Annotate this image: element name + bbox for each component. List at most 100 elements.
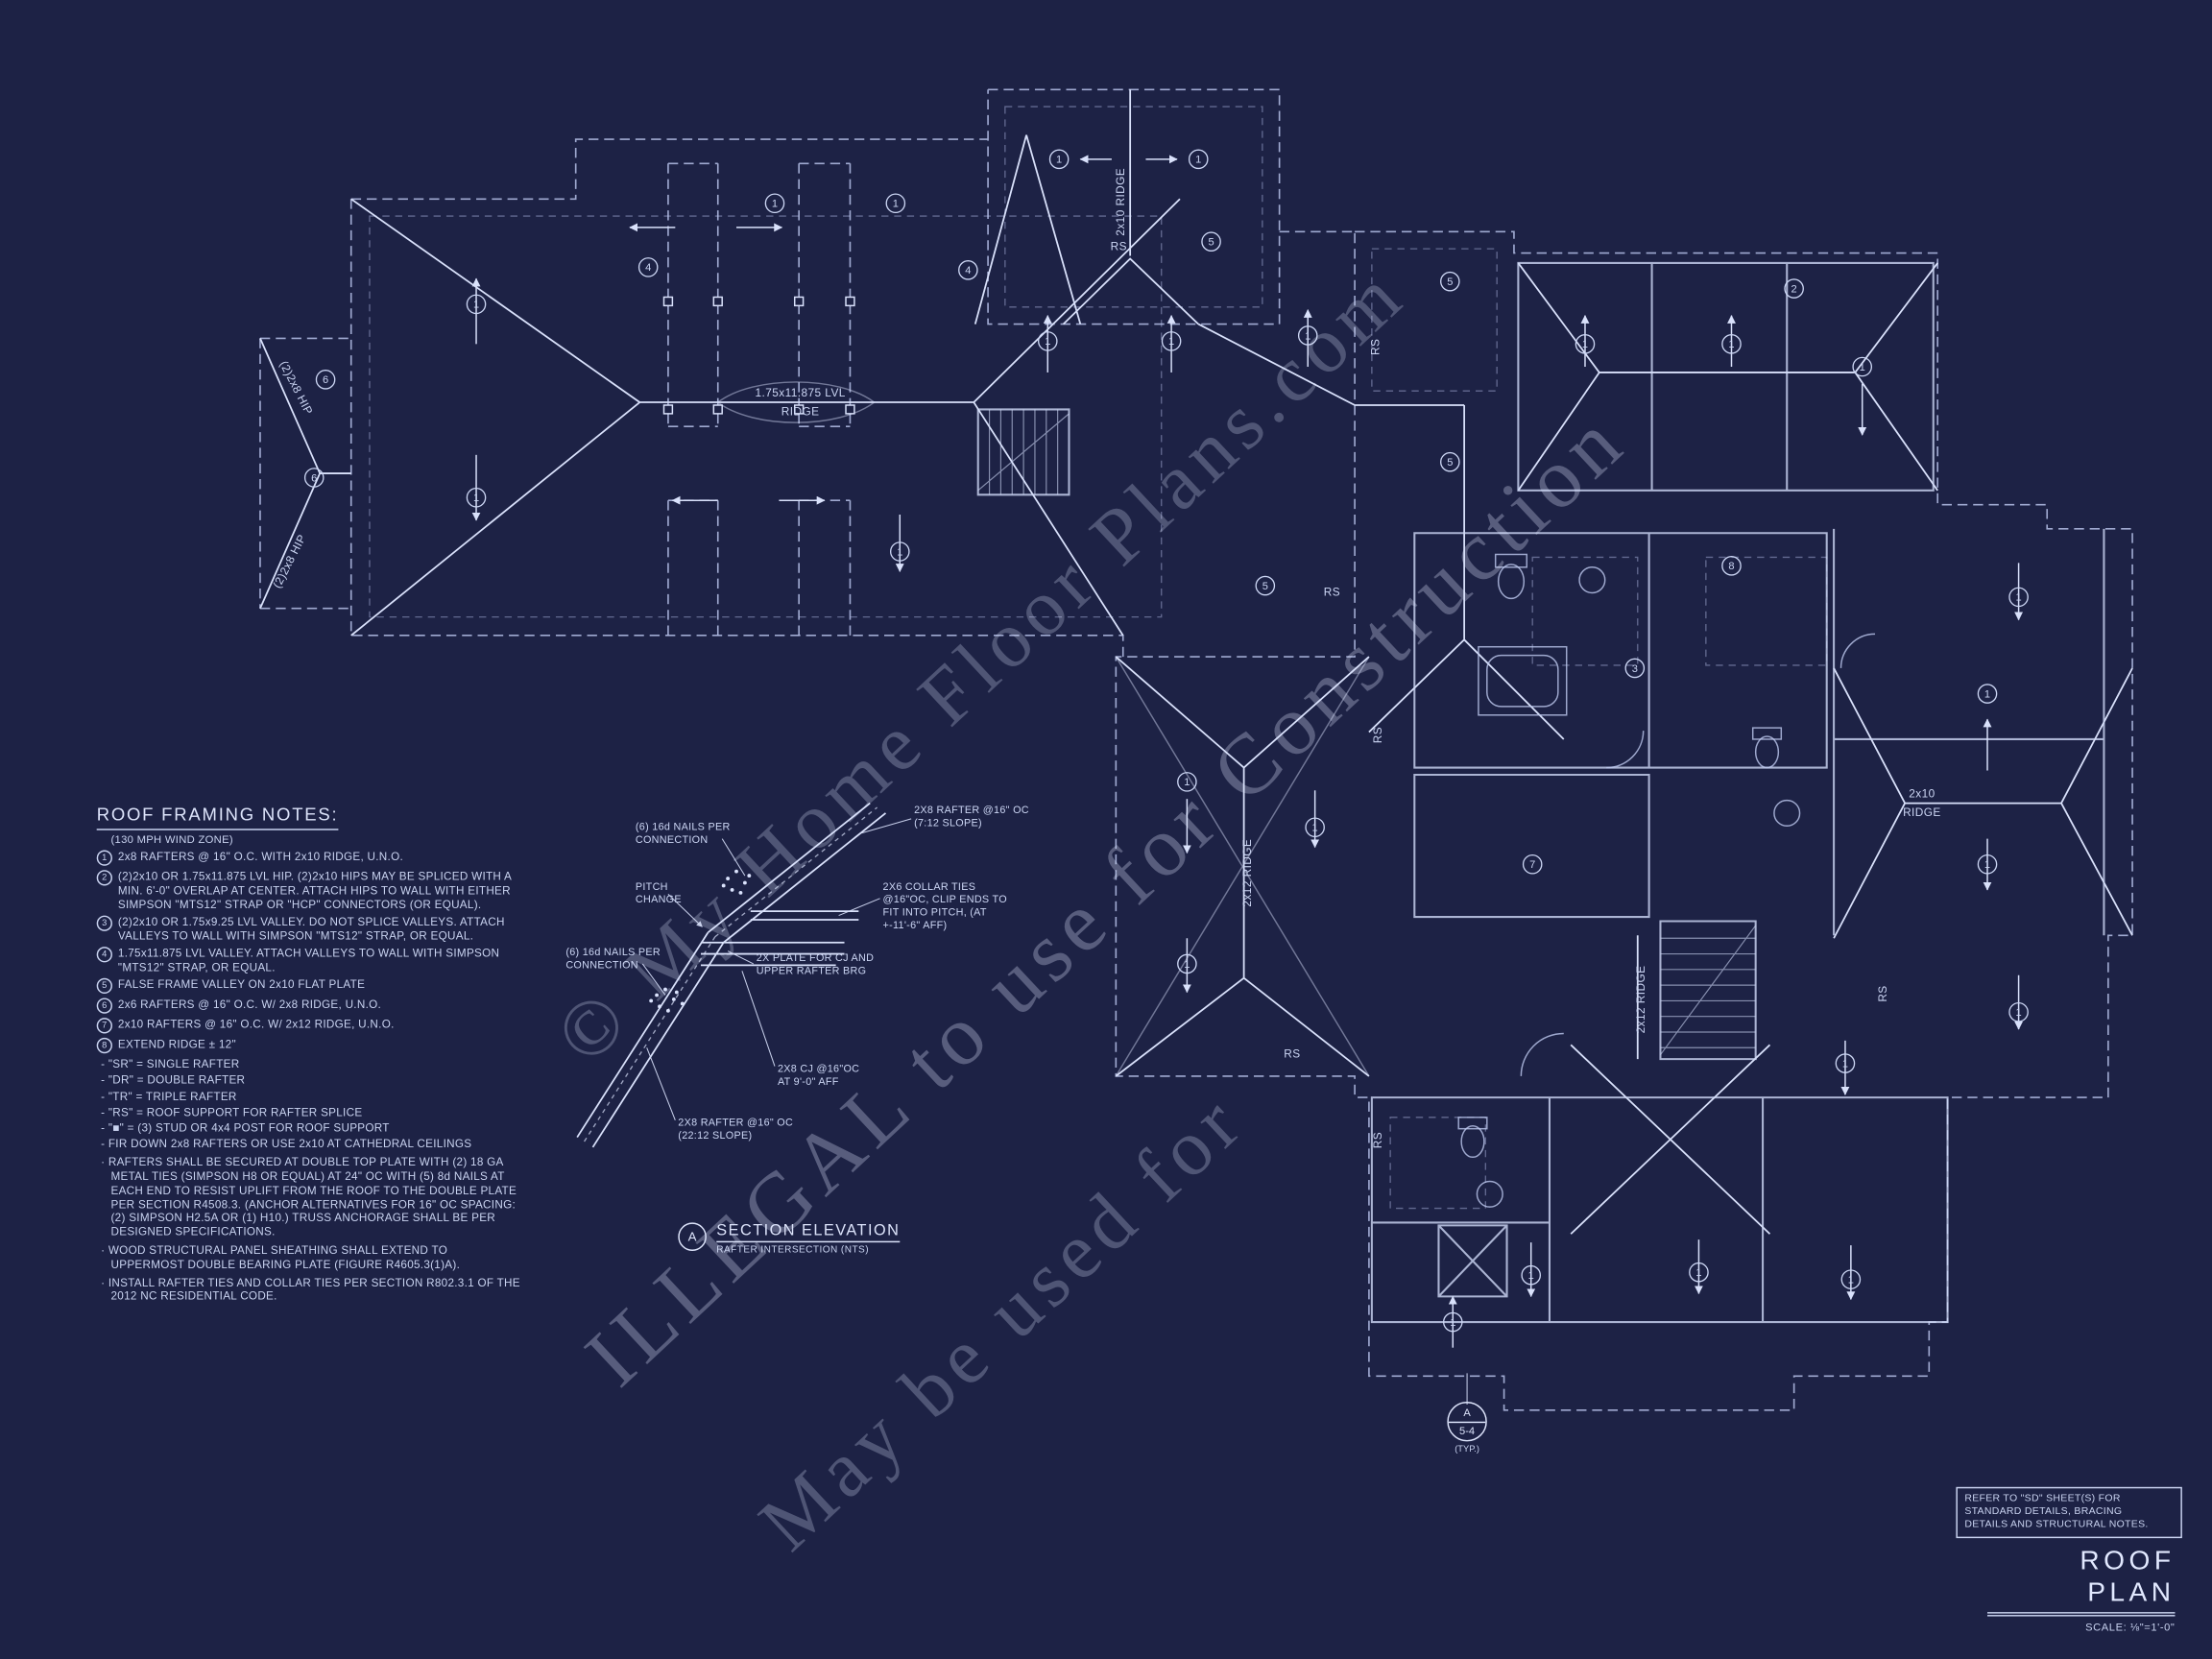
note-number-badge: 2 xyxy=(96,870,112,887)
section-callout: 2X8 RAFTER @16" OC (22:12 SLOPE) xyxy=(678,1116,794,1142)
legend-item: - "■" = (3) STUD OR 4x4 POST FOR ROOF SU… xyxy=(101,1121,390,1135)
svg-text:1: 1 xyxy=(1184,777,1190,788)
interior-wall-linework xyxy=(976,261,2105,1324)
section-elevation-title-block: A SECTION ELEVATION RAFTER INTERSECTION … xyxy=(678,1222,901,1255)
note-number-badge: 8 xyxy=(96,1038,112,1054)
plan-keynote-circle: 1 xyxy=(1297,325,1318,346)
plan-keynote-circle: 5 xyxy=(1201,231,1221,252)
section-callout: PITCH CHANGE xyxy=(635,879,682,906)
svg-text:5: 5 xyxy=(1262,581,1268,592)
plan-keynote-circle: 7 xyxy=(1522,854,1543,875)
svg-text:1: 1 xyxy=(1045,336,1050,348)
svg-text:1: 1 xyxy=(473,300,479,311)
svg-text:5: 5 xyxy=(1208,237,1214,249)
refer-box-line: STANDARD DETAILS, BRACING xyxy=(1964,1505,2123,1518)
detail-marker-circle: A 5-4 xyxy=(1447,1401,1487,1442)
plan-keynote-circle: 5 xyxy=(1440,451,1460,472)
svg-text:1: 1 xyxy=(893,199,899,210)
section-callout: 2X6 COLLAR TIES @16"OC, CLIP ENDS TO FIT… xyxy=(882,879,1007,931)
svg-text:1: 1 xyxy=(1168,336,1174,348)
plan-keynote-circle: 1 xyxy=(1305,817,1325,838)
svg-text:1: 1 xyxy=(1528,1270,1534,1282)
detail-marker-number: 5-4 xyxy=(1459,1424,1476,1437)
note-paragraph: · WOOD STRUCTURAL PANEL SHEATHING SHALL … xyxy=(101,1243,461,1271)
plan-keynote-circle: 1 xyxy=(2008,1001,2029,1022)
svg-text:1: 1 xyxy=(772,199,778,210)
svg-text:1: 1 xyxy=(1695,1267,1701,1279)
plan-keynote-circle: 2 xyxy=(1784,278,1804,299)
plan-label: RS xyxy=(1111,240,1127,253)
svg-text:1: 1 xyxy=(473,493,479,504)
svg-text:1: 1 xyxy=(1312,823,1318,834)
note-text: 2x6 RAFTERS @ 16" O.C. W/ 2x8 RIDGE, U.N… xyxy=(117,998,382,1011)
svg-text:4: 4 xyxy=(965,265,971,276)
plan-keynote-circle: 1 xyxy=(466,487,487,508)
svg-text:1: 1 xyxy=(1984,859,1990,871)
note-number-badge: 3 xyxy=(96,916,112,932)
plan-keynote-circle: 1 xyxy=(2008,587,2029,608)
fixture-linework xyxy=(1457,553,1876,1208)
section-callout: 2X PLATE FOR CJ AND UPPER RAFTER BRG xyxy=(756,950,875,977)
svg-text:1: 1 xyxy=(1582,339,1588,350)
section-callout: 2X8 RAFTER @16" OC (7:12 SLOPE) xyxy=(914,803,1029,830)
plan-label: RIDGE xyxy=(1903,805,1941,819)
ridge-hip-valley-linework xyxy=(259,89,2133,1235)
svg-text:8: 8 xyxy=(1728,561,1734,572)
note-paragraph: · RAFTERS SHALL BE SECURED AT DOUBLE TOP… xyxy=(101,1156,517,1239)
plan-keynote-circle: 1 xyxy=(1575,334,1596,354)
svg-text:7: 7 xyxy=(1529,859,1535,871)
rafter-direction-arrows xyxy=(471,155,2024,1348)
svg-text:4: 4 xyxy=(645,262,651,274)
section-marker: A xyxy=(678,1222,707,1252)
note-item: 2(2)2x10 OR 1.75x11.875 LVL HIP. (2)2x10… xyxy=(96,870,523,912)
note-number-badge: 6 xyxy=(96,998,112,1015)
detail-marker-letter: A xyxy=(1448,1403,1486,1424)
svg-text:1: 1 xyxy=(1195,155,1201,166)
plan-keynote-circle: 1 xyxy=(1188,149,1209,170)
plan-label: 1.75x11.875 LVL xyxy=(755,386,845,399)
svg-text:1: 1 xyxy=(2016,592,2022,604)
svg-text:3: 3 xyxy=(1632,663,1638,675)
svg-text:1: 1 xyxy=(897,546,902,558)
detail-marker-typ: (TYP.) xyxy=(1455,1444,1479,1455)
svg-text:1: 1 xyxy=(1842,1058,1848,1070)
note-number-badge: 4 xyxy=(96,947,112,964)
plan-keynote-circle: 1 xyxy=(1689,1262,1709,1283)
plan-keynote-circle: 1 xyxy=(889,541,910,562)
svg-text:1: 1 xyxy=(1860,362,1865,373)
plan-keynote-circle: 1 xyxy=(1977,854,1998,875)
note-item: 3(2)2x10 OR 1.75x9.25 LVL VALLEY. DO NOT… xyxy=(96,915,523,943)
plan-keynote-circle: 1 xyxy=(1442,1311,1463,1333)
plan-label: RS xyxy=(1368,339,1382,355)
plan-keynote-circle: 5 xyxy=(1255,575,1276,596)
sheet-title: ROOF PLAN xyxy=(1987,1547,2176,1617)
note-number-badge: 5 xyxy=(96,978,112,995)
plan-keynote-circle: 1 xyxy=(764,193,785,214)
legend-item: - "SR" = SINGLE RAFTER xyxy=(101,1057,240,1070)
notes-legend-list: - "SR" = SINGLE RAFTER- "DR" = DOUBLE RA… xyxy=(97,1058,523,1152)
notes-paragraph-list: · RAFTERS SHALL BE SECURED AT DOUBLE TOP… xyxy=(97,1156,523,1304)
svg-text:1: 1 xyxy=(1056,155,1062,166)
svg-text:5: 5 xyxy=(1447,276,1453,288)
plan-keynote-circle: 1 xyxy=(1721,334,1742,354)
plan-keynote-circle: 1 xyxy=(1852,356,1873,377)
plan-keynote-circle: 1 xyxy=(1835,1053,1856,1073)
legend-item: - "TR" = TRIPLE RAFTER xyxy=(101,1090,237,1103)
section-callout: (6) 16d NAILS PER CONNECTION xyxy=(635,820,731,846)
roof-eave-linework xyxy=(259,88,2133,1411)
plan-keynote-circle: 5 xyxy=(1440,271,1460,292)
plan-label: RS xyxy=(1371,727,1384,743)
svg-text:1: 1 xyxy=(1848,1274,1854,1286)
section-callout: (6) 16d NAILS PER CONNECTION xyxy=(565,945,661,972)
plan-keynote-circle: 6 xyxy=(303,468,325,488)
svg-text:1: 1 xyxy=(1450,1317,1455,1329)
plan-keynote-circle: 1 xyxy=(1037,331,1058,351)
